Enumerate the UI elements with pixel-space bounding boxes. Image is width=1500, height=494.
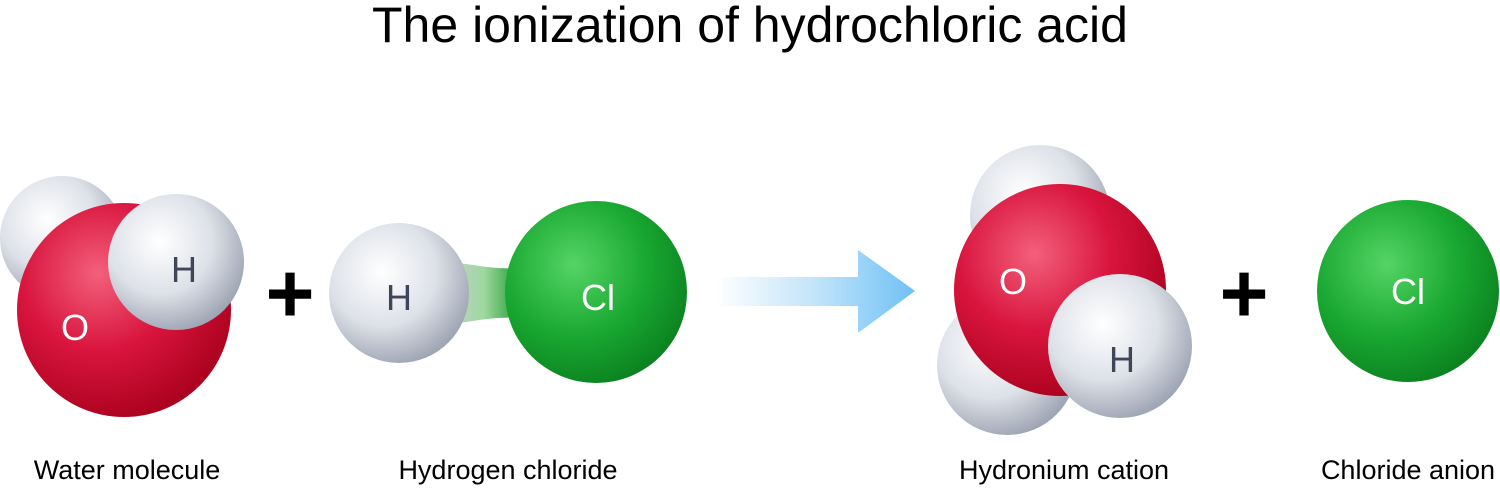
hydrogen-symbol: H (171, 249, 197, 290)
caption-water-molecule: Water molecule (33, 455, 221, 485)
plus-operator: + (265, 246, 314, 340)
chlorine-symbol: Cl (1391, 271, 1425, 312)
chlorine-atom (1317, 200, 1499, 382)
chlorine-atom (505, 201, 687, 383)
oxygen-symbol: O (999, 261, 1027, 302)
water-molecule: H O (0, 176, 244, 417)
hydronium-cation: O H (937, 145, 1192, 435)
oxygen-symbol: O (61, 307, 89, 348)
chloride-anion: Cl (1317, 200, 1499, 382)
hydrogen-atom (108, 194, 244, 330)
hydrogen-chloride-molecule: H Cl (329, 201, 687, 383)
hydrogen-symbol: H (1109, 339, 1135, 380)
plus-operator: + (1219, 246, 1268, 340)
chlorine-symbol: Cl (581, 277, 615, 318)
caption-hydrogen-chloride: Hydrogen chloride (398, 455, 618, 485)
hydrogen-atom (329, 223, 469, 363)
page-title: The ionization of hydrochloric acid (372, 0, 1128, 53)
hydrogen-atom-front (1048, 274, 1192, 418)
caption-chloride-anion: Chloride anion (1320, 455, 1496, 485)
caption-hydronium-cation: Hydronium cation (958, 455, 1170, 485)
reaction-arrow (715, 250, 915, 333)
hydrogen-symbol: H (386, 277, 412, 318)
